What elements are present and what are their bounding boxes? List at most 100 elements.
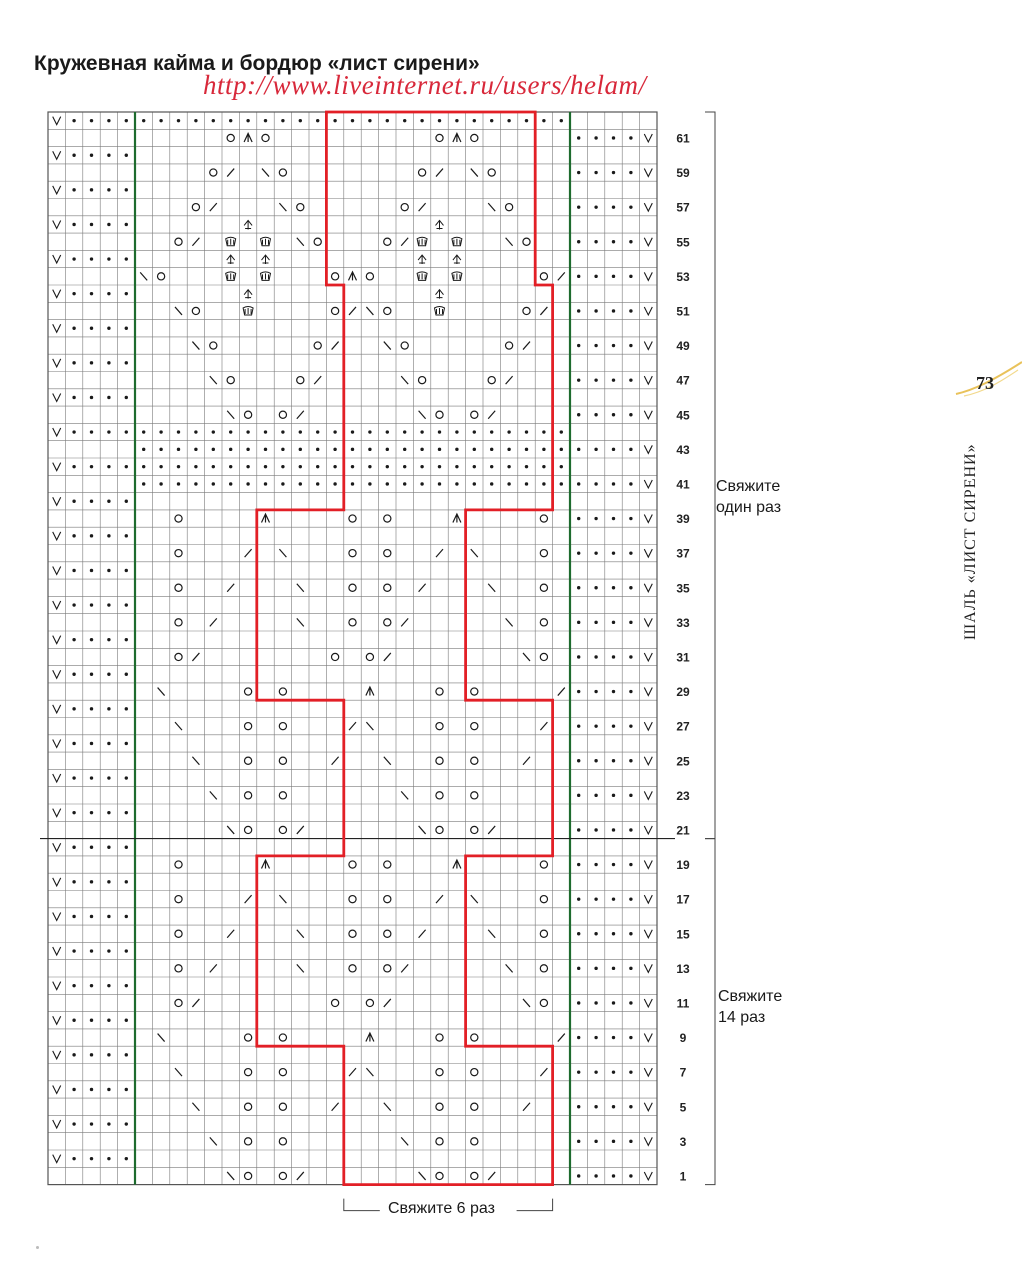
purl-row-dot-icon <box>507 482 511 486</box>
purl-dot-icon <box>124 741 128 746</box>
purl-dot-icon <box>107 672 111 676</box>
purl-dot-icon <box>577 897 581 901</box>
ssk-icon <box>209 1136 218 1146</box>
ssk-icon <box>522 998 531 1008</box>
purl-dot-icon <box>577 793 581 798</box>
purl-row-dot-icon <box>455 118 459 123</box>
yarn-over-icon <box>174 652 183 662</box>
purl-row-dot-icon <box>159 447 163 452</box>
purl-dot-icon <box>124 776 128 780</box>
slip-stitch-icon <box>52 289 62 299</box>
purl-row-dot-icon <box>368 482 372 486</box>
ssk-icon <box>505 617 514 627</box>
yarn-over-icon <box>278 1137 288 1146</box>
k2tog-icon <box>522 756 531 766</box>
purl-dot-icon <box>611 343 616 348</box>
purl-dot-icon <box>629 551 633 555</box>
k2tog-icon <box>383 652 392 662</box>
purl-dot-icon <box>107 361 111 365</box>
ssk-icon <box>383 756 392 766</box>
purl-dot-icon <box>89 499 94 503</box>
purl-dot-icon <box>629 309 633 313</box>
purl-dot-icon <box>594 240 598 244</box>
purl-row-dot-icon <box>559 464 563 469</box>
row-number: 37 <box>676 547 690 561</box>
purl-dot-icon <box>629 862 633 867</box>
yarn-over-icon <box>487 168 496 177</box>
purl-dot-icon <box>107 741 111 746</box>
yarn-over-icon <box>278 410 288 419</box>
purl-dot-icon <box>124 291 128 296</box>
purl-dot-icon <box>577 1105 581 1109</box>
yarn-over-icon <box>330 998 340 1008</box>
purl-dot-icon <box>577 1174 581 1178</box>
purl-dot-icon <box>124 707 128 711</box>
purl-row-dot-icon <box>368 118 372 123</box>
purl-dot-icon <box>72 880 76 884</box>
purl-dot-icon <box>629 620 633 625</box>
purl-dot-icon <box>124 1018 128 1022</box>
purl-row-dot-icon <box>298 447 302 452</box>
purl-dot-icon <box>89 326 94 330</box>
purl-dot-icon <box>89 1122 94 1126</box>
yarn-over-icon <box>539 548 549 558</box>
purl-dot-icon <box>611 724 616 728</box>
bobble-icon <box>451 236 463 247</box>
purl-row-dot-icon <box>403 464 407 469</box>
purl-dot-icon <box>124 395 128 400</box>
k2tog-icon <box>348 1067 357 1077</box>
k2tog-icon <box>226 168 235 177</box>
purl-dot-icon <box>594 897 598 901</box>
purl-dot-icon <box>629 1105 633 1109</box>
purl-dot-icon <box>89 707 94 711</box>
k2tog-icon <box>400 237 409 247</box>
purl-dot-icon <box>72 845 76 849</box>
gather-stitch-icon <box>226 254 236 265</box>
purl-dot-icon <box>89 188 94 192</box>
purl-dot-icon <box>611 793 616 798</box>
purl-row-dot-icon <box>542 118 546 123</box>
purl-dot-icon <box>89 118 94 123</box>
purl-dot-icon <box>629 759 633 763</box>
purl-dot-icon <box>594 378 598 382</box>
purl-dot-icon <box>577 309 581 313</box>
k2tog-icon <box>296 1171 305 1181</box>
ssk-icon <box>139 271 148 281</box>
purl-row-dot-icon <box>298 430 302 434</box>
purl-dot-icon <box>611 240 616 244</box>
purl-dot-icon <box>629 897 633 901</box>
slip-stitch-icon <box>52 566 62 576</box>
purl-dot-icon <box>107 1053 111 1057</box>
slip-stitch-icon <box>52 324 62 334</box>
purl-row-dot-icon <box>507 118 511 123</box>
slip-stitch-icon <box>643 964 653 974</box>
purl-row-dot-icon <box>333 464 337 469</box>
k2tog-icon <box>209 617 218 627</box>
purl-dot-icon <box>124 568 128 573</box>
purl-row-dot-icon <box>263 430 268 434</box>
purl-dot-icon <box>577 274 581 279</box>
slip-stitch-icon <box>643 168 653 178</box>
row-number: 3 <box>680 1135 687 1149</box>
purl-dot-icon <box>124 637 128 642</box>
purl-dot-icon <box>124 949 128 953</box>
yarn-over-icon <box>191 202 201 212</box>
centered-double-decrease-icon <box>260 512 271 523</box>
purl-dot-icon <box>629 586 633 590</box>
slip-stitch-icon <box>643 548 653 559</box>
slip-stitch-icon <box>643 410 653 420</box>
yarn-over-icon <box>261 133 270 143</box>
purl-dot-icon <box>89 534 94 538</box>
purl-dot-icon <box>577 343 581 348</box>
slip-stitch-icon <box>643 618 653 628</box>
k2tog-icon <box>383 998 392 1008</box>
purl-dot-icon <box>72 810 76 815</box>
purl-dot-icon <box>577 136 581 140</box>
purl-dot-icon <box>107 568 111 573</box>
purl-dot-icon <box>611 447 616 452</box>
row-number: 39 <box>676 512 690 526</box>
k2tog-icon <box>557 687 566 696</box>
purl-row-dot-icon <box>403 447 407 452</box>
ssk-icon <box>383 341 392 350</box>
k2tog-icon <box>191 237 200 247</box>
